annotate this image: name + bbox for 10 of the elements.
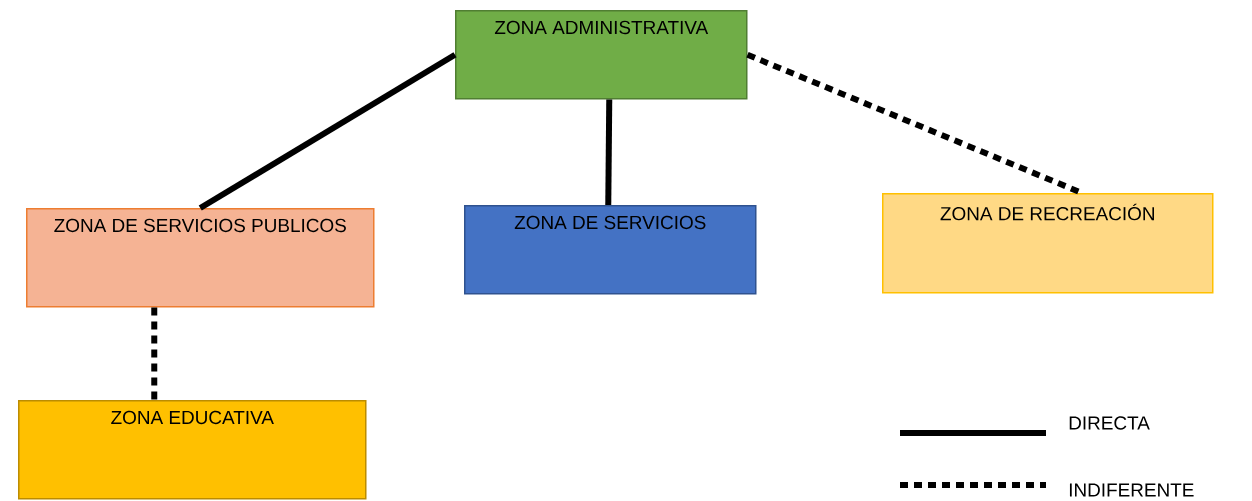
legend-label: DIRECTA (1069, 416, 1150, 430)
zone-box: ZONA DE RECREACIÓN (882, 193, 1214, 294)
zone-box: ZONA EDUCATIVA (18, 400, 367, 500)
connector-line (605, 99, 613, 206)
connector-line (151, 307, 158, 400)
zone-box: ZONA ADMINISTRATIVA (455, 10, 748, 100)
connector-line (198, 52, 457, 211)
zone-box: ZONA DE SERVICIOS PUBLICOS (26, 208, 375, 308)
zone-box: ZONA DE SERVICIOS (464, 205, 757, 295)
legend-label: INDIFERENTE (1069, 483, 1194, 497)
